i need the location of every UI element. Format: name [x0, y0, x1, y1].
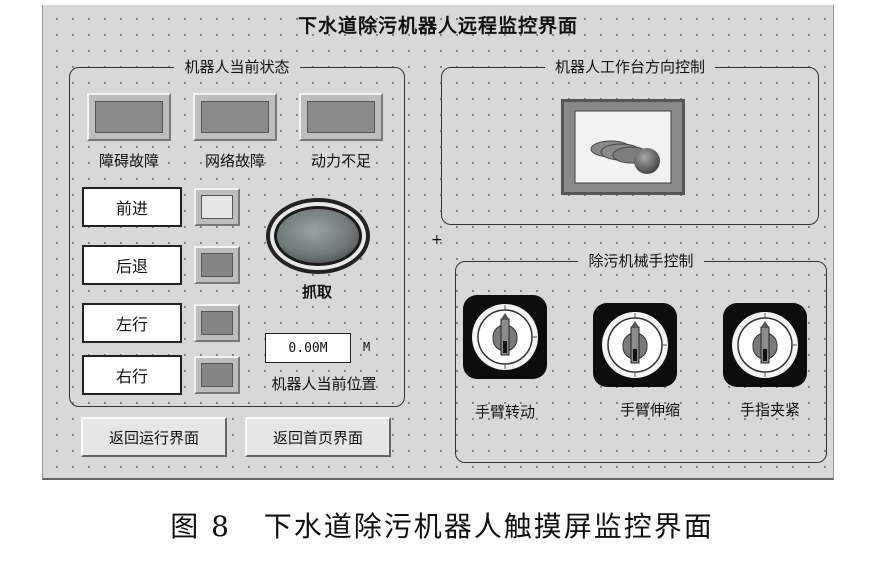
finger-clamp-label: 手指夹紧 [739, 401, 800, 419]
backward-button[interactable]: 后退 [82, 245, 182, 285]
finger-clamp-knob[interactable] [723, 303, 807, 387]
hmi-screen: 下水道除污机器人远程监控界面 机器人当前状态 障碍故障 网络故障 动力不足 前进… [42, 5, 834, 480]
status-panel: 机器人当前状态 [69, 58, 405, 407]
arm-extend-knob[interactable] [593, 303, 677, 387]
right-indicator [194, 356, 240, 394]
backward-indicator [194, 246, 240, 284]
position-unit: M [363, 340, 371, 354]
position-label: 机器人当前位置 [271, 375, 377, 393]
arm-rotate-label: 手臂转动 [474, 403, 535, 421]
fault-lamp-label: 动力不足 [310, 152, 371, 170]
fault-lamp-label: 障碍故障 [98, 152, 159, 170]
status-panel-legend: 机器人当前状态 [174, 58, 300, 76]
position-value-field: 0.00M [265, 333, 351, 363]
fault-lamp-power [299, 93, 383, 141]
forward-indicator [194, 188, 240, 226]
crosshair-marker: + [431, 232, 443, 248]
left-button[interactable]: 左行 [82, 303, 182, 343]
direction-panel-legend: 机器人工作台方向控制 [544, 58, 715, 76]
grab-button[interactable] [263, 195, 373, 277]
screen-title: 下水道除污机器人远程监控界面 [297, 15, 578, 37]
fault-lamp-label: 网络故障 [204, 152, 265, 170]
joystick-icon[interactable] [561, 99, 685, 195]
fault-lamp-obstacle [87, 93, 171, 141]
right-button[interactable]: 右行 [82, 355, 182, 395]
arm-rotate-knob[interactable] [463, 295, 547, 379]
figure-caption: 图 8 下水道除污机器人触摸屏监控界面 [170, 510, 714, 543]
forward-button[interactable]: 前进 [82, 187, 182, 227]
back-to-home-button[interactable]: 返回首页界面 [245, 417, 391, 457]
back-to-run-button[interactable]: 返回运行界面 [81, 417, 227, 457]
fault-lamp-network [193, 93, 277, 141]
direction-panel: 机器人工作台方向控制 [441, 58, 819, 225]
arm-extend-label: 手臂伸缩 [619, 401, 680, 419]
grab-label: 抓取 [301, 283, 332, 301]
arm-panel-legend: 除污机械手控制 [578, 252, 704, 270]
left-indicator [194, 304, 240, 342]
arm-panel: 除污机械手控制 [455, 252, 827, 463]
